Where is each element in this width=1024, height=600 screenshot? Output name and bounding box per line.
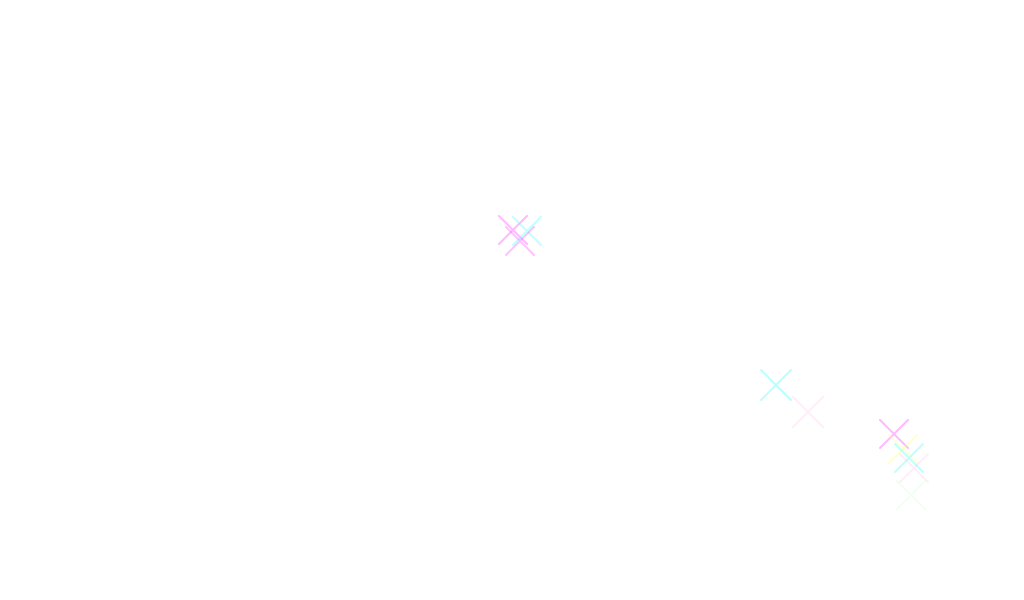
cross-icon [888,434,918,464]
cross-icon [512,216,542,246]
cross-icon [760,369,792,401]
cross-icon [498,215,528,245]
cross-icon [899,453,929,483]
cross-icon [505,226,535,256]
cross-icon [879,419,909,449]
cross-icon [894,443,924,473]
cross-icon [792,396,824,428]
cross-icon [896,480,926,510]
